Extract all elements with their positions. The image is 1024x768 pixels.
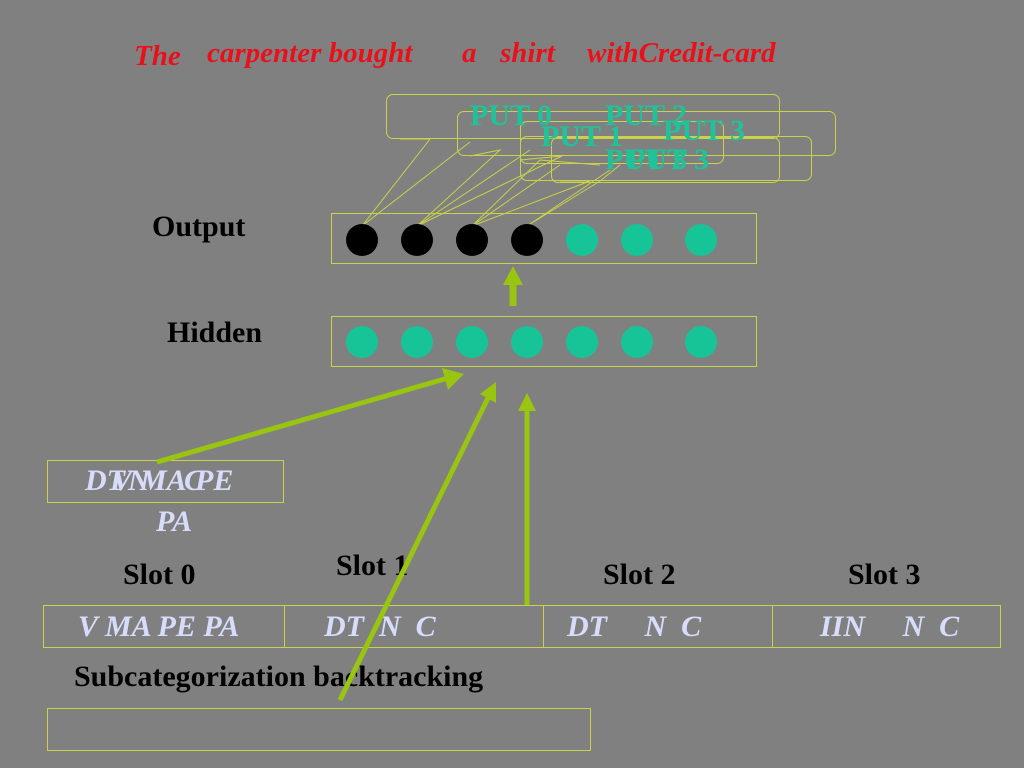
slot-1-label: Slot 1 (336, 549, 409, 582)
slot-0-label: Slot 0 (123, 558, 196, 591)
focus-word-n: N (128, 464, 150, 497)
sentence-words-carpenter-bought: carpenter bought (207, 37, 413, 69)
sentence-word-withcredit-card: withCredit-card (587, 37, 776, 69)
put-callout-box-4 (551, 137, 780, 183)
callout-connector-lines (361, 138, 621, 227)
slot-0-content: V MA PE PA (78, 610, 240, 643)
hidden-units (346, 326, 717, 358)
hidden-unit-6 (685, 326, 717, 358)
hidden-unit-3 (511, 326, 543, 358)
put-label-2: PUT 2 (605, 99, 687, 132)
put-callout-box-0 (386, 94, 780, 139)
hidden-unit-4 (566, 326, 598, 358)
output-units (346, 224, 717, 256)
hidden-unit-2 (456, 326, 488, 358)
put-label-0: PUT 0 (470, 99, 552, 132)
focus-word-pa: PA (156, 505, 193, 538)
sentence-word-a: a (462, 37, 477, 69)
slot-3-content: IIN N C (820, 610, 960, 643)
put-label-3a: PUT 3 (663, 114, 745, 147)
hidden-layer-box (331, 316, 757, 367)
backtracking-label: Subcategorization backtracking (74, 660, 484, 693)
output-layer-label: Output (152, 210, 246, 243)
put-label-3b: PUT 3 (605, 143, 687, 176)
sentence-word-shirt: shirt (500, 37, 555, 69)
hidden-layer-label: Hidden (167, 316, 263, 349)
focus-word-v: V (112, 464, 133, 497)
focus-word-c: C (184, 464, 205, 497)
focus-word-ma: MA (140, 464, 187, 497)
slot-1-content: DT N C (324, 610, 436, 643)
put-label-1: PUT 1 (541, 120, 623, 153)
slot-2-label: Slot 2 (603, 558, 676, 591)
focus-word-dt: DT (85, 464, 125, 497)
output-unit-1 (401, 224, 433, 256)
slot-3-label: Slot 3 (848, 558, 921, 591)
output-layer-box (331, 213, 757, 264)
output-unit-4 (566, 224, 598, 256)
put-label-3c: PUT 3 (627, 143, 709, 176)
output-unit-3 (511, 224, 543, 256)
hidden-unit-1 (401, 326, 433, 358)
output-unit-5 (621, 224, 653, 256)
output-unit-2 (456, 224, 488, 256)
focus-word-pe: PE (195, 464, 234, 497)
backtracking-box (47, 708, 591, 751)
output-unit-6 (685, 224, 717, 256)
hidden-unit-0 (346, 326, 378, 358)
put-callout-box-3 (520, 136, 812, 181)
arrows (156, 266, 536, 702)
slot-3-cell (772, 605, 1001, 648)
output-unit-0 (346, 224, 378, 256)
put-callout-box-1 (457, 111, 836, 156)
hidden-unit-5 (621, 326, 653, 358)
sentence-word-the: The (134, 40, 181, 72)
slot-2-content: DT N C (567, 610, 702, 643)
